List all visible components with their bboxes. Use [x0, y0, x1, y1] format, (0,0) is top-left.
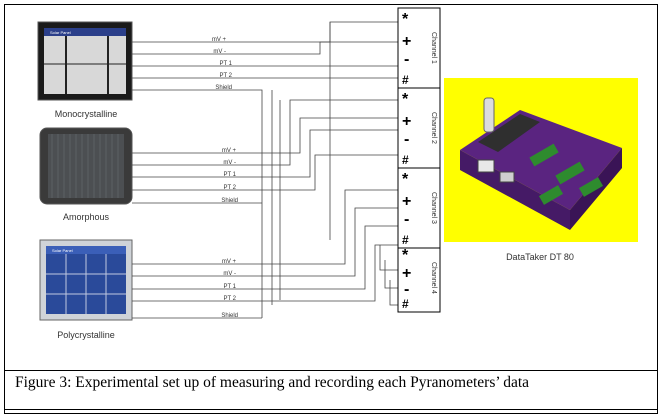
- channel-blocks: [397, 7, 441, 313]
- sig-3-3: PT 1: [223, 284, 236, 290]
- bus-wires: [240, 21, 398, 319]
- figure-frame: [4, 4, 658, 410]
- sig-2-2: mV -: [223, 160, 236, 166]
- ch1-minus: -: [404, 51, 409, 68]
- ch2-hash: #: [402, 153, 409, 167]
- ch3-minus: -: [404, 211, 409, 228]
- ch2-minus: -: [404, 131, 409, 148]
- panel-label-amorphous: Amorphous: [63, 212, 110, 222]
- signal-labels: mV + mV - PT 1 PT 2 Shield mV + mV - PT …: [212, 37, 238, 319]
- ch1-plus: +: [402, 33, 411, 50]
- panel-label-polycrystalline: Polycrystalline: [57, 330, 115, 340]
- sig-2-4: PT 2: [223, 185, 236, 191]
- wiring-diagram: Solar Panel Monocrystalline Amorphous So…: [37, 7, 638, 340]
- ch3-plus: +: [402, 193, 411, 210]
- datataker-image: [444, 78, 638, 242]
- ch4-hash: #: [402, 297, 409, 311]
- panel-header-1: Solar Panel: [50, 30, 71, 35]
- sig-1-4: PT 2: [219, 73, 232, 79]
- channel-label-4: Channel 4: [430, 262, 437, 294]
- panel-header-3: Solar Panel: [52, 248, 73, 253]
- panel-amorphous: [39, 127, 133, 205]
- sig-1-3: PT 1: [219, 61, 232, 67]
- sig-3-4: PT 2: [223, 296, 236, 302]
- ch1-hash: #: [402, 73, 409, 87]
- channel-labels: Channel 1 Channel 2 Channel 3 Channel 4: [430, 32, 437, 294]
- ch4-minus: -: [404, 281, 409, 298]
- sig-2-5: Shield: [221, 198, 238, 204]
- figure-caption: Figure 3: Experimental set up of measuri…: [4, 370, 658, 414]
- panel-polycrystalline: Solar Panel: [39, 239, 133, 321]
- ch4-star: *: [402, 247, 409, 264]
- ch3-star: *: [402, 171, 409, 188]
- ch2-plus: +: [402, 113, 411, 130]
- sig-3-5: Shield: [221, 313, 238, 319]
- panel-label-monocrystalline: Monocrystalline: [55, 109, 118, 119]
- channel-label-3: Channel 3: [430, 192, 437, 224]
- channel-terminals: * + - # * + - # * + - # * + - #: [402, 11, 411, 311]
- sig-3-1: mV +: [222, 259, 237, 265]
- sig-1-1: mV +: [212, 37, 227, 43]
- ch2-star: *: [402, 91, 409, 108]
- sig-1-5: Shield: [215, 85, 232, 91]
- sig-3-2: mV -: [223, 271, 236, 277]
- ch1-star: *: [402, 11, 409, 28]
- signal-wires: [132, 41, 240, 319]
- panel-monocrystalline: Solar Panel: [37, 21, 133, 101]
- caption-text: Figure 3: Experimental set up of measuri…: [15, 374, 530, 391]
- channel-label-1: Channel 1: [430, 32, 437, 64]
- sig-2-3: PT 1: [223, 172, 236, 178]
- sig-2-1: mV +: [222, 148, 237, 154]
- sig-1-2: mV -: [213, 49, 226, 55]
- datataker-label: DataTaker DT 80: [506, 252, 574, 262]
- ch3-hash: #: [402, 233, 409, 247]
- channel-label-2: Channel 2: [430, 112, 437, 144]
- ch4-plus: +: [402, 265, 411, 282]
